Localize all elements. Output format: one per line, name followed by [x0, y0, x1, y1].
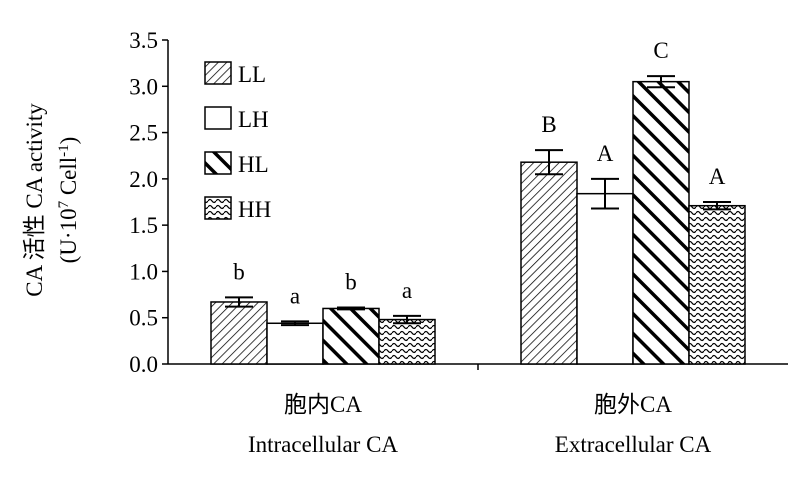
y-tick-label: 0.5 [129, 306, 158, 331]
y-tick-label: 3.0 [129, 74, 158, 99]
y-tick-label: 1.5 [129, 213, 158, 238]
y-tick-label: 1.0 [129, 259, 158, 284]
bar-LL [520, 161, 578, 365]
y-axis-label-line2: (U·107 Cell-1) [56, 137, 81, 264]
y-axis-label-exp-a: 7 [56, 200, 72, 208]
x-group-label-en: Extracellular CA [555, 432, 712, 457]
y-axis-label-line1: CA 活性 CA activity [22, 103, 47, 297]
x-group-label-en: Intracellular CA [248, 432, 398, 457]
legend-swatch-HH [204, 196, 232, 220]
error-bars [225, 75, 731, 327]
significance-letter: C [653, 38, 668, 63]
bar-LH [266, 322, 324, 365]
y-axis-title: CA 活性 CA activity (U·107 Cell-1) [22, 103, 81, 297]
legend-label-HH: HH [238, 197, 271, 222]
bar-HL [632, 80, 690, 365]
bar-HL [322, 307, 380, 365]
axes: 0.0 0.5 1.0 1.5 2.0 2.5 3.0 3.5 胞内CA Intracellula… [129, 28, 788, 457]
y-tick-label: 0.0 [129, 352, 158, 377]
x-group-label-cn: 胞外CA [594, 392, 672, 417]
significance-letter: A [597, 141, 614, 166]
significance-letter: a [290, 283, 300, 308]
legend-swatch-LH [204, 106, 232, 130]
y-axis-label-unit-c: ) [56, 137, 81, 145]
significance-letter: a [402, 278, 412, 303]
y-tick-label: 2.5 [129, 121, 158, 146]
significance-letter: A [709, 164, 726, 189]
y-tick-label: 2.0 [129, 167, 158, 192]
significance-letter: B [541, 112, 556, 137]
bars [210, 80, 746, 365]
bar-LH [576, 192, 634, 365]
legend-label-HL: HL [238, 152, 269, 177]
legend-swatch-LL [204, 61, 232, 85]
y-axis-label-exp-b: -1 [56, 144, 72, 157]
bar-HH [378, 318, 436, 365]
y-axis-label-unit-a: (U·10 [56, 208, 81, 263]
significance-letters: b a b a B A C A [233, 38, 725, 308]
significance-letter: b [233, 259, 245, 284]
y-axis-label-unit-b: Cell [56, 157, 81, 201]
legend-label-LL: LL [238, 62, 266, 87]
y-tick-label: 3.5 [129, 28, 158, 53]
bar-LL [210, 301, 268, 365]
legend-swatch-HL [204, 151, 232, 175]
bar-HH [688, 204, 746, 365]
legend-label-LH: LH [238, 107, 269, 132]
significance-letter: b [345, 270, 357, 295]
x-group-label-cn: 胞内CA [284, 392, 362, 417]
legend: LL LH HL HH [204, 61, 271, 222]
